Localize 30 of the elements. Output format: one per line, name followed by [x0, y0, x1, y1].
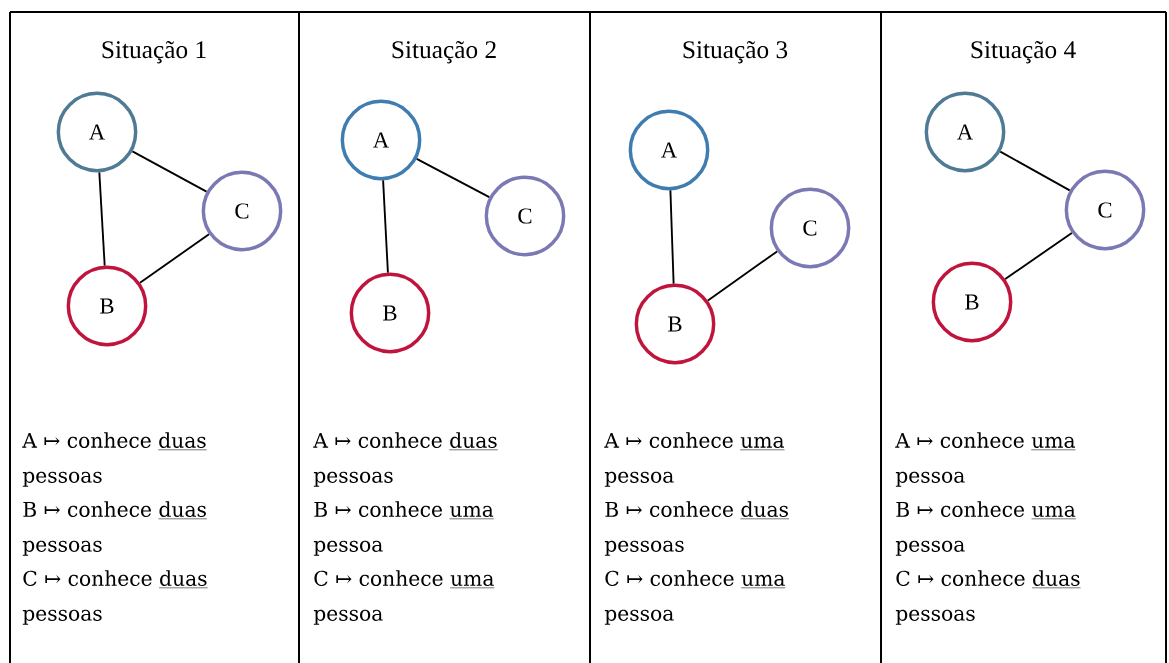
connecting-line: [415, 157, 491, 199]
connecting-line: [707, 250, 779, 302]
label: C ↦ conhece: [314, 570, 443, 586]
label: B ↦ conhece: [896, 501, 1025, 517]
label: pessoa: [895, 540, 965, 556]
connecting-line: [999, 150, 1071, 192]
label: pessoa: [604, 609, 674, 625]
label: pessoa: [895, 471, 965, 487]
label: pessoa: [604, 471, 674, 487]
connecting-line: [131, 150, 208, 193]
label: uma: [740, 436, 784, 448]
label: pessoa: [313, 609, 383, 625]
connecting-line: [139, 233, 210, 284]
connecting-line: [98, 171, 106, 267]
connecting-line: [382, 179, 389, 274]
label: pessoa: [313, 540, 383, 556]
label: B ↦ conhece: [314, 501, 442, 517]
statement-text: C ↦ conhece duas pessoas: [22, 570, 208, 625]
label: uma: [1032, 505, 1076, 517]
label: A ↦ conhece: [895, 432, 1024, 448]
connecting-line: [669, 189, 675, 285]
label: C ↦ conhece: [605, 570, 734, 586]
statement-text: C ↦ conhece uma pessoa: [604, 570, 786, 625]
label: uma: [450, 574, 494, 586]
label: uma: [741, 574, 785, 586]
label: uma: [450, 505, 494, 517]
connecting-line: [1004, 232, 1073, 280]
label: uma: [1031, 436, 1075, 448]
statement-text: C ↦ conhece uma pessoa: [313, 570, 495, 625]
statement-text: C ↦ conhece duas pessoas: [895, 570, 1081, 625]
